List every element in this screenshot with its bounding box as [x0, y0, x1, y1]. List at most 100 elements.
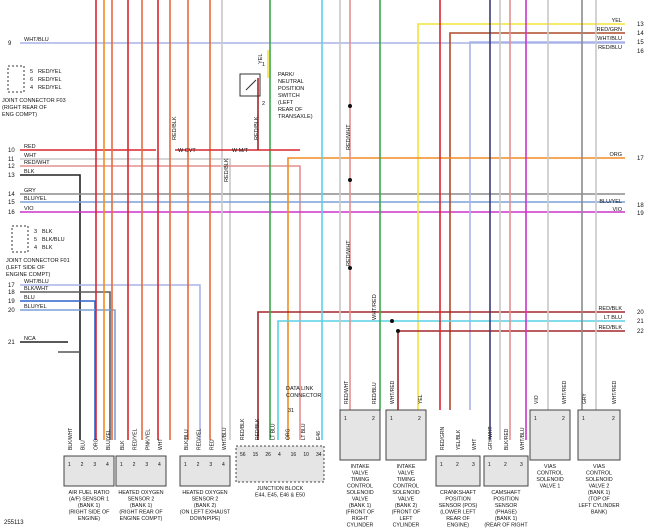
- component-pin: 2: [133, 462, 136, 468]
- component-caption: RIGHT: [352, 516, 369, 522]
- right-wire-number: 14: [637, 31, 644, 37]
- right-wire-label: RED/GRN: [597, 27, 622, 33]
- left-wire-label: BLK: [24, 169, 35, 175]
- splice-dot: [396, 329, 400, 333]
- component-caption: SOLENOID: [536, 477, 564, 483]
- component-wire-label: WHT/RED: [562, 380, 568, 404]
- park-switch-caption: SWITCH: [278, 93, 300, 99]
- component-caption: (FRONT OF: [346, 510, 376, 516]
- park-switch-caption: (LEFT: [278, 100, 294, 106]
- component-pin: 2: [197, 462, 200, 468]
- component-wire-label: WHT: [472, 439, 478, 450]
- component-wire-label: RED/BLK: [240, 418, 246, 440]
- component-wire-label: GRY: [582, 393, 588, 404]
- wire-r16: [372, 51, 625, 410]
- component-box: [577, 409, 621, 461]
- component-caption: (A/F) SENSOR 1: [69, 497, 109, 503]
- wire-17: [20, 284, 201, 440]
- component-caption: SOLENOID: [585, 477, 613, 483]
- component-caption: ENGINE COMPT): [120, 516, 163, 522]
- component-box: [435, 455, 481, 487]
- component-caption: VALVE: [352, 497, 369, 503]
- left-wire-number: 12: [8, 164, 15, 170]
- wire-r21: [277, 320, 625, 440]
- component-caption: VIAS: [593, 464, 606, 470]
- left-wire-number: 18: [8, 290, 15, 296]
- component-wire-label: WHT: [158, 439, 164, 450]
- component-wire-label: VIO: [534, 395, 540, 404]
- component-wire-label: RED/BLU: [372, 382, 378, 404]
- component-wire-label: RED/YEL: [133, 428, 139, 450]
- splice-dot: [348, 266, 352, 270]
- component-pin: 4: [158, 462, 161, 468]
- component-pin: 2: [612, 416, 615, 422]
- component-pin: 4: [278, 452, 281, 458]
- joint-f01-caption: (LEFT SIDE OF: [6, 265, 45, 271]
- joint-f03-pin-label: RED/YEL: [38, 77, 62, 83]
- component-pin: 1: [534, 416, 537, 422]
- joint-f03-caption: (RIGHT REAR OF: [2, 105, 47, 111]
- component-caption: E44, E45, E46 & E50: [255, 493, 305, 499]
- component-caption: CONTROL: [586, 471, 612, 477]
- right-wire-label: VIO: [613, 207, 623, 213]
- component-wire-label: ORG: [286, 429, 292, 441]
- park-switch-contact: [245, 79, 257, 91]
- component-caption: SENSOR (POS): [439, 503, 478, 509]
- right-wire-label: ORG: [609, 152, 622, 158]
- joint-f01-caption: ENGINE COMPT): [6, 272, 50, 278]
- park-switch-caption: POSITION: [278, 86, 304, 92]
- right-wire-number: 20: [637, 310, 644, 316]
- left-wire-number: 17: [8, 283, 15, 289]
- component-caption: CYLINDER: [393, 523, 420, 528]
- component-caption: SOLENOID: [392, 490, 420, 496]
- left-wire-label: RED/WHT: [24, 160, 50, 166]
- component-wire-label: GRY/WHT: [488, 426, 494, 450]
- component-box: [179, 455, 231, 487]
- left-wire-label: BLK/WHT: [24, 286, 49, 292]
- right-wire-number: 16: [637, 49, 644, 55]
- component-wire-label: LT BLU: [301, 423, 307, 440]
- component-caption: CONTROL: [537, 471, 563, 477]
- component-caption: CAMSHAFT: [491, 490, 521, 496]
- component-caption: LEFT CYLINDER: [578, 503, 619, 509]
- left-wire-number: 14: [8, 192, 15, 198]
- wire-r15: [469, 41, 625, 410]
- component-caption: HEATED OXYGEN: [118, 490, 163, 496]
- wire-11: [20, 158, 231, 440]
- component-pin: 34: [316, 452, 322, 458]
- component-box: [385, 409, 427, 461]
- right-wire-label: BLU/YEL: [599, 199, 622, 205]
- component-pin: 2: [81, 462, 84, 468]
- component-caption: VALVE: [398, 471, 415, 477]
- right-wire-label: RED/BLK: [598, 325, 622, 331]
- component-caption: JUNCTION BLOCK: [257, 486, 304, 492]
- component-pin: 3: [520, 462, 523, 468]
- wire-r14: [449, 32, 625, 410]
- component-caption: VALVE 1: [540, 484, 561, 490]
- w-cvt-label: W CVT: [178, 148, 196, 154]
- left-wire-label: WHT/BLU: [24, 279, 49, 285]
- component-wire-label: YEL/BLK: [456, 429, 462, 450]
- component-wire-label: RED/YEL: [197, 428, 203, 450]
- park-switch-box: [239, 73, 261, 97]
- component-wire-label: BLU: [81, 440, 87, 450]
- component-pin: 15: [253, 452, 259, 458]
- component-caption: (BANK 1): [495, 516, 518, 522]
- component-caption: POSITION: [445, 497, 470, 503]
- component-pin: 2: [418, 416, 421, 422]
- left-wire-number: 19: [8, 299, 15, 305]
- component-box: [339, 409, 381, 461]
- left-wire-number: 9: [8, 41, 12, 47]
- component-wire-label: RED/BLK: [255, 418, 261, 440]
- component-caption: (FRONT OF: [392, 510, 422, 516]
- wire-r13: [417, 23, 625, 410]
- component-caption: TIMING: [397, 477, 416, 483]
- right-wire-label: WHT/BLU: [597, 36, 622, 42]
- joint-f01-box: [11, 225, 29, 253]
- component-wire-label: BLU/YEL: [106, 429, 112, 450]
- component-layer: [7, 65, 621, 487]
- component-caption: ENGINE): [447, 523, 469, 528]
- splice-dot: [348, 104, 352, 108]
- wire-12: [20, 165, 301, 440]
